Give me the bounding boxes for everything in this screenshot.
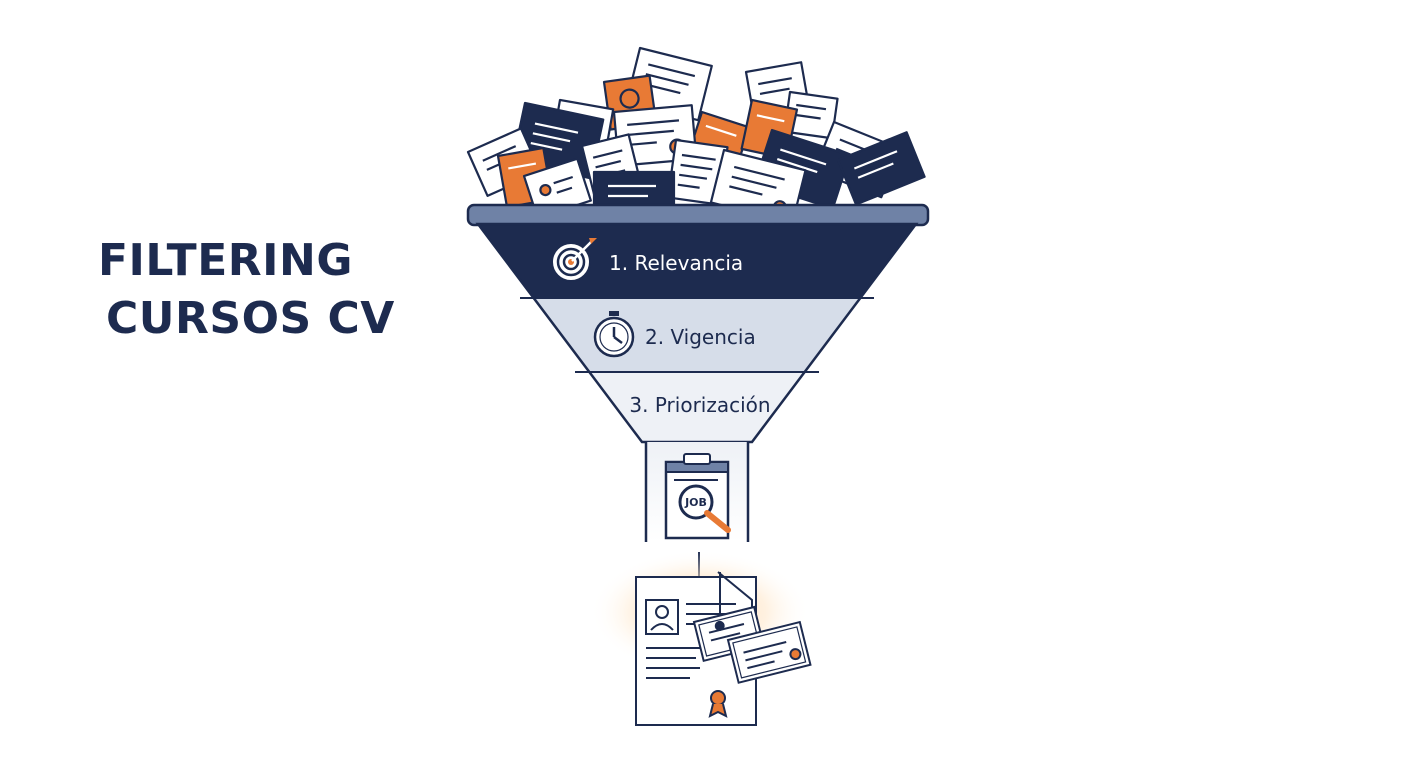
job-badge: JOB [684,496,707,509]
stage-label-3: 3. Priorización [629,393,770,417]
document-pile [466,46,926,224]
award-ribbon-icon [708,690,728,718]
final-cv-document [635,571,812,726]
job-clipboard: JOB [664,453,731,540]
title-line-2: CURSOS CV [106,293,395,344]
funnel-outline [475,222,919,444]
funnel-rim [466,203,930,227]
stopwatch-icon [593,311,635,358]
diagram-title: FILTERING CURSOS CV [98,232,395,348]
stage-band-1 [478,224,916,298]
target-icon [551,238,597,282]
profile-photo-icon [645,599,679,635]
stage-label-1: 1. Relevancia [609,251,743,275]
title-line-1: FILTERING [98,235,353,286]
stage-label-2: 2. Vigencia [645,325,756,349]
magnifier-icon [678,484,731,533]
